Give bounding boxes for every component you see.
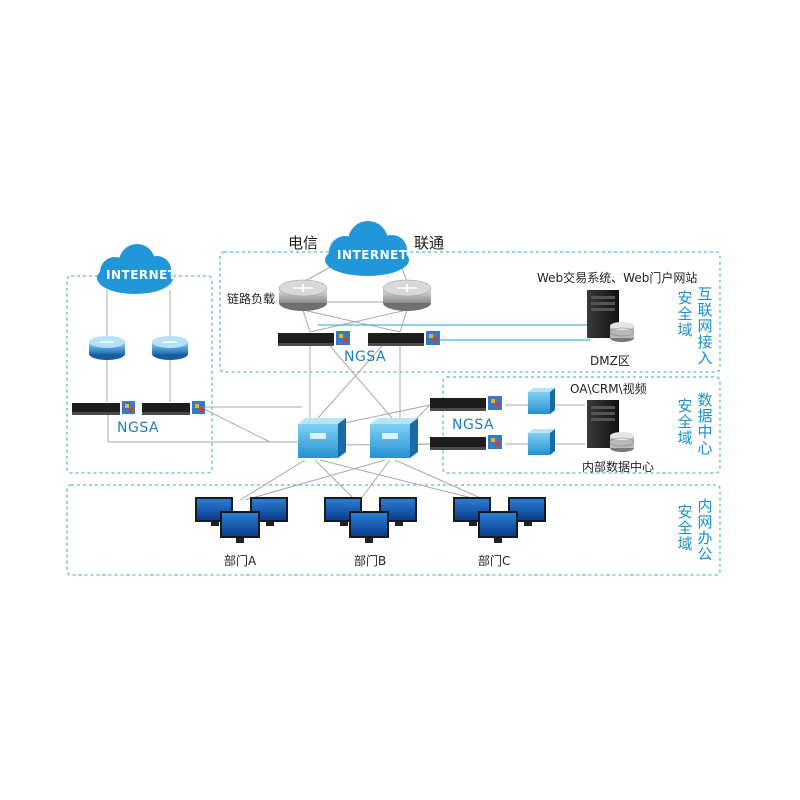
zone-data-center-title: 数据中心 bbox=[697, 391, 713, 457]
monitor-icon bbox=[349, 511, 389, 543]
connection-lines bbox=[106, 261, 585, 501]
core-switch-icon bbox=[370, 418, 418, 458]
isp-telecom-label: 电信 bbox=[288, 234, 319, 252]
ngsa-appliance-icon bbox=[142, 401, 205, 415]
dept-c-label: 部门C bbox=[478, 554, 511, 568]
zone-internet-access-subtitle: 安全域 bbox=[677, 289, 693, 339]
dept-b-label: 部门B bbox=[354, 554, 387, 568]
ngsa-appliance-icon bbox=[368, 331, 440, 346]
dept-a-label: 部门A bbox=[224, 554, 257, 568]
cloud-icon bbox=[97, 244, 173, 294]
ngsa-appliance-icon bbox=[430, 396, 502, 411]
dmz-label: DMZ区 bbox=[590, 354, 630, 368]
database-icon bbox=[609, 322, 635, 342]
monitor-icon bbox=[478, 511, 518, 543]
zone-data-center bbox=[442, 376, 721, 474]
router-icon bbox=[278, 279, 328, 311]
zone-internet-access-title: 互联网接入 bbox=[697, 285, 713, 367]
ngsa-label-left: NGSA bbox=[117, 420, 160, 436]
department-a-monitors bbox=[195, 497, 288, 543]
ngsa-label-top: NGSA bbox=[344, 349, 387, 365]
router-icon bbox=[152, 336, 188, 360]
core-switch-icon bbox=[298, 418, 346, 458]
ngsa-appliance-icon bbox=[72, 401, 135, 415]
cloud-label-top: INTERNET bbox=[337, 248, 408, 262]
zone-internet-access bbox=[219, 251, 721, 373]
database-icon bbox=[609, 432, 635, 452]
ngsa-appliance-icon bbox=[430, 435, 502, 450]
router-icon bbox=[89, 336, 125, 360]
zone-data-center-subtitle: 安全域 bbox=[677, 397, 693, 447]
access-switch-icon bbox=[528, 388, 555, 414]
access-switch-icon bbox=[528, 429, 555, 455]
internal-dc-label: 内部数据中心 bbox=[582, 460, 655, 474]
zone-office bbox=[66, 484, 721, 576]
monitor-icon bbox=[220, 511, 260, 543]
web-systems-label: Web交易系统、Web门户网站 bbox=[537, 271, 698, 285]
zone-left-internet bbox=[66, 275, 213, 474]
oa-crm-label: OA\CRM\视频 bbox=[570, 382, 647, 396]
department-b-monitors bbox=[324, 497, 417, 543]
router-icon bbox=[382, 279, 432, 311]
highlight-lines bbox=[318, 324, 590, 341]
ngsa-label-dc: NGSA bbox=[452, 417, 495, 433]
cloud-label-left: INTERNET bbox=[106, 268, 177, 282]
ngsa-appliance-icon bbox=[278, 331, 350, 346]
zone-office-title: 内网办公 bbox=[697, 497, 713, 563]
monitor-icon bbox=[508, 497, 546, 526]
isp-unicom-label: 联通 bbox=[414, 234, 445, 252]
department-c-monitors bbox=[453, 497, 546, 543]
cloud-icon bbox=[325, 221, 409, 276]
link-load-balance-label: 链路负载 bbox=[227, 292, 276, 306]
zone-office-subtitle: 安全域 bbox=[677, 503, 693, 553]
